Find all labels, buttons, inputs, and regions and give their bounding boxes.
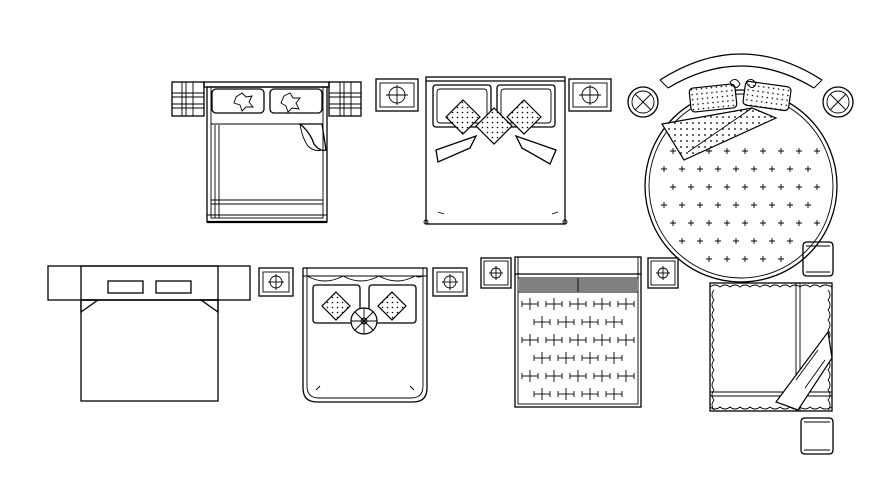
bed-3-right-nightstand — [822, 86, 854, 118]
bed-5-left-nightstand — [258, 267, 294, 297]
bed-6-right-nightstand — [647, 257, 679, 289]
bed-3-round-bed — [627, 53, 854, 283]
bed-3-plus-pattern — [661, 148, 820, 262]
bed-1-pillow-right — [269, 88, 323, 114]
bed-6-cover-pattern — [521, 298, 635, 400]
bed-1-right-side-table — [328, 81, 362, 117]
bed-1-pillow-left — [211, 88, 265, 114]
bed-4-bed-with-headboard-panels — [47, 265, 251, 402]
bed-7-top-cushion — [802, 241, 834, 277]
bed-2-double-bed — [375, 76, 612, 225]
bed-7-bottom-cushion — [800, 417, 834, 455]
bed-2-left-nightstand — [375, 78, 419, 112]
bed-6-left-nightstand — [480, 257, 512, 289]
bed-1-left-side-table — [171, 81, 205, 117]
bed-1-double-bed — [171, 81, 362, 224]
bed-3-left-nightstand — [627, 86, 659, 118]
bed-7-side-bed — [709, 241, 834, 455]
bed-5-right-nightstand — [432, 267, 468, 297]
bed-3-pillows — [688, 79, 792, 113]
bed-2-right-nightstand — [568, 78, 612, 112]
bed-6-patterned-bed — [480, 256, 679, 408]
bed-2-diamond-cushions — [445, 99, 542, 145]
bed-5-double-bed — [258, 267, 468, 403]
